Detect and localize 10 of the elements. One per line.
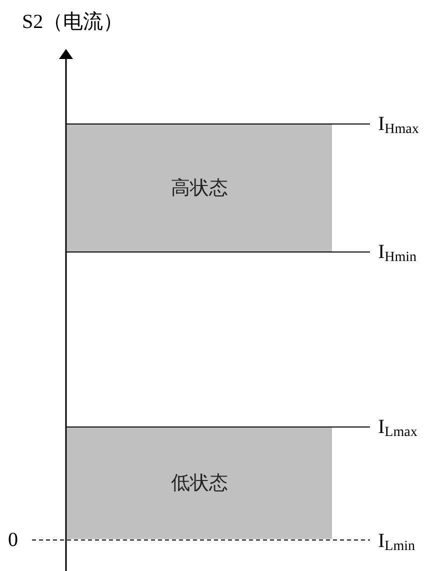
tick-label: 0: [8, 530, 18, 550]
state-label: 低状态: [171, 471, 228, 496]
axis-title: S2（电流）: [22, 12, 124, 32]
threshold-label: I$_{Hmin}$: [378, 242, 417, 265]
threshold-label: I$_{Lmax}$: [378, 417, 418, 440]
threshold-label: I$_{Lmin}$: [378, 531, 416, 554]
state-label: 高状态: [171, 176, 228, 201]
state-band: [67, 124, 332, 252]
state-band: [67, 427, 332, 539]
threshold-label: I$_{Hmax}$: [378, 114, 419, 137]
